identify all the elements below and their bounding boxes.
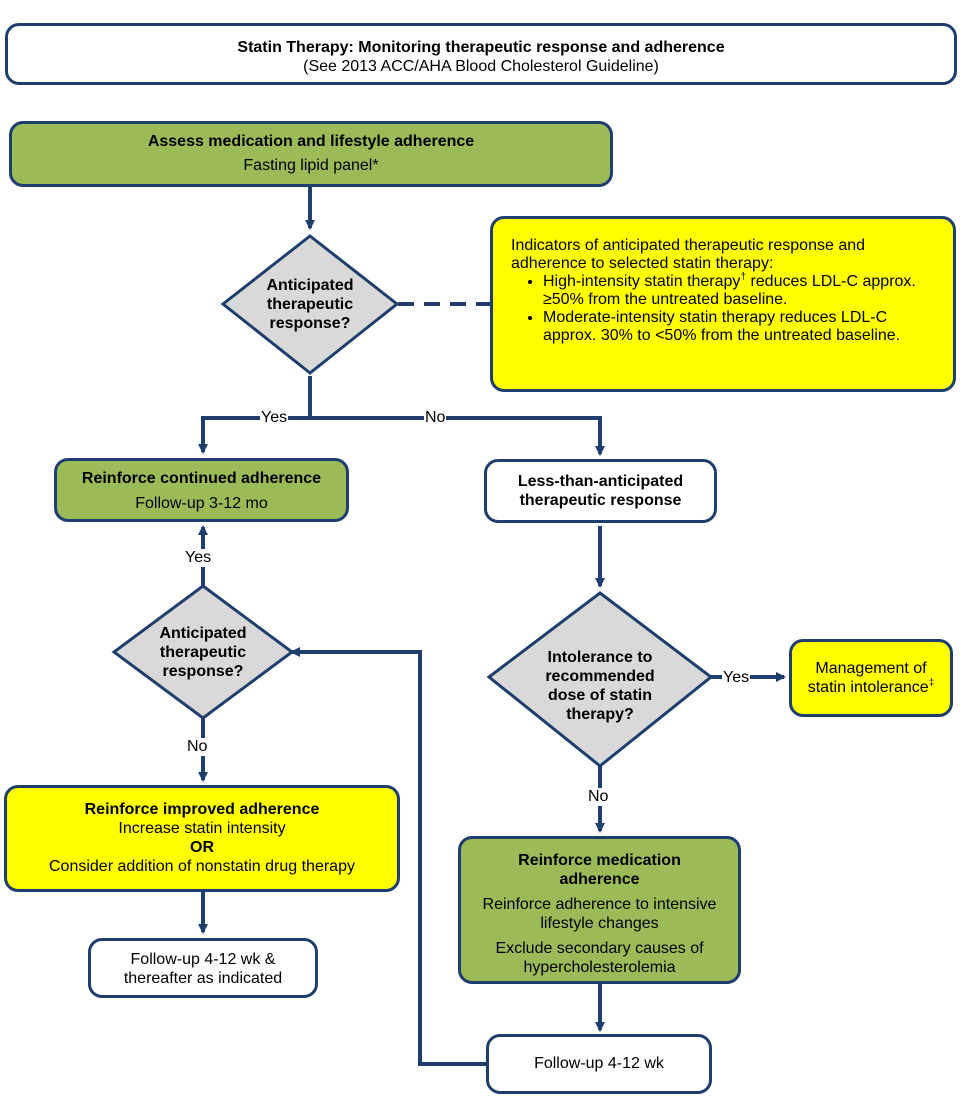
reinforce-improved-line2: Consider addition of nonstatin drug ther… [49, 858, 355, 875]
decision2-line2: therapeutic [159, 644, 247, 661]
no-label-3: No [587, 788, 610, 806]
arrow-no-to-lessthan [310, 416, 605, 456]
decision1-line3: response? [269, 315, 351, 332]
no-label-2: No [186, 738, 209, 756]
reinforce-continued-heading: Reinforce continued adherence [81, 470, 322, 487]
decision1-line2: therapeutic [266, 296, 354, 313]
decision2-diamond [111, 584, 295, 720]
decision3-line4: therapy? [566, 706, 634, 723]
decision1-line1: Anticipated [266, 277, 354, 294]
title-main: Statin Therapy: Monitoring therapeutic r… [237, 39, 725, 56]
no-label-1: No [424, 409, 447, 427]
management-line2-wrap: statin intolerance‡ [807, 677, 935, 696]
yes-label-1: Yes [260, 409, 289, 427]
management-box: Management of statin intolerance‡ [789, 639, 953, 717]
assess-sub: Fasting lipid panel* [243, 157, 379, 174]
yes-label-2: Yes [184, 549, 213, 567]
dagger-mark: † [740, 271, 746, 283]
less-than-line2: therapeutic response [519, 492, 682, 509]
followup-right-text: Follow-up 4-12 wk [534, 1055, 664, 1072]
less-than-anticipated-box: Less-than-anticipated therapeutic respon… [484, 459, 717, 523]
decision3-line2: recommended [545, 668, 655, 685]
followup-left-line1: Follow-up 4-12 wk & [130, 951, 276, 968]
reinforce-medication-line2: lifestyle changes [540, 915, 659, 932]
indicators-intro: Indicators of anticipated therapeutic re… [511, 237, 866, 272]
arrow-yes-to-continued [198, 416, 310, 454]
decision1-diamond [220, 234, 400, 375]
reinforce-medication-line4: hypercholesterolemia [523, 959, 676, 976]
indicator-high-intensity: High-intensity statin therapy† reduces L… [543, 271, 939, 309]
reinforce-medication-heading1: Reinforce medication [518, 852, 681, 869]
less-than-line1: Less-than-anticipated [517, 473, 684, 490]
decision1-text: Anticipated therapeutic response? [240, 276, 380, 333]
decision3-text: Intolerance to recommended dose of stati… [520, 648, 680, 724]
indicators-box: Indicators of anticipated therapeutic re… [490, 216, 956, 392]
assess-box: Assess medication and lifestyle adherenc… [9, 121, 613, 187]
followup-left-line2: thereafter as indicated [123, 970, 283, 987]
decision2-text: Anticipated therapeutic response? [133, 624, 273, 681]
reinforce-medication-box: Reinforce medication adherence Reinforce… [458, 836, 741, 984]
decision3-diamond [486, 591, 714, 768]
decision2-line3: response? [162, 663, 244, 680]
reinforce-improved-box: Reinforce improved adherence Increase st… [4, 785, 400, 892]
reinforce-medication-line1: Reinforce adherence to intensive [482, 896, 717, 913]
yes-label-3: Yes [722, 669, 751, 687]
reinforce-continued-sub: Follow-up 3-12 mo [135, 495, 268, 512]
indicator-moderate-intensity: Moderate-intensity statin therapy reduce… [543, 309, 939, 345]
decision3-line3: dose of statin [547, 687, 652, 704]
reinforce-continued-box: Reinforce continued adherence Follow-up … [54, 458, 349, 522]
arrow-loop-to-decision2 [290, 647, 486, 1066]
assess-heading: Assess medication and lifestyle adherenc… [147, 133, 475, 150]
reinforce-medication-line3: Exclude secondary causes of [495, 940, 704, 957]
followup-left-box: Follow-up 4-12 wk & thereafter as indica… [88, 938, 318, 998]
decision3-line1: Intolerance to [547, 649, 653, 666]
followup-right-box: Follow-up 4-12 wk [486, 1034, 712, 1094]
double-dagger-mark: ‡ [928, 677, 935, 689]
reinforce-improved-line1: Increase statin intensity [118, 820, 286, 837]
reinforce-improved-heading: Reinforce improved adherence [84, 801, 320, 818]
title-sub: (See 2013 ACC/AHA Blood Cholesterol Guid… [303, 58, 659, 75]
decision2-line1: Anticipated [159, 625, 247, 642]
indicators-list: High-intensity statin therapy† reduces L… [511, 271, 939, 345]
title-box: Statin Therapy: Monitoring therapeutic r… [5, 23, 957, 85]
management-line1: Management of [815, 660, 927, 677]
reinforce-medication-heading2: adherence [559, 871, 640, 888]
reinforce-improved-or: OR [190, 839, 214, 856]
